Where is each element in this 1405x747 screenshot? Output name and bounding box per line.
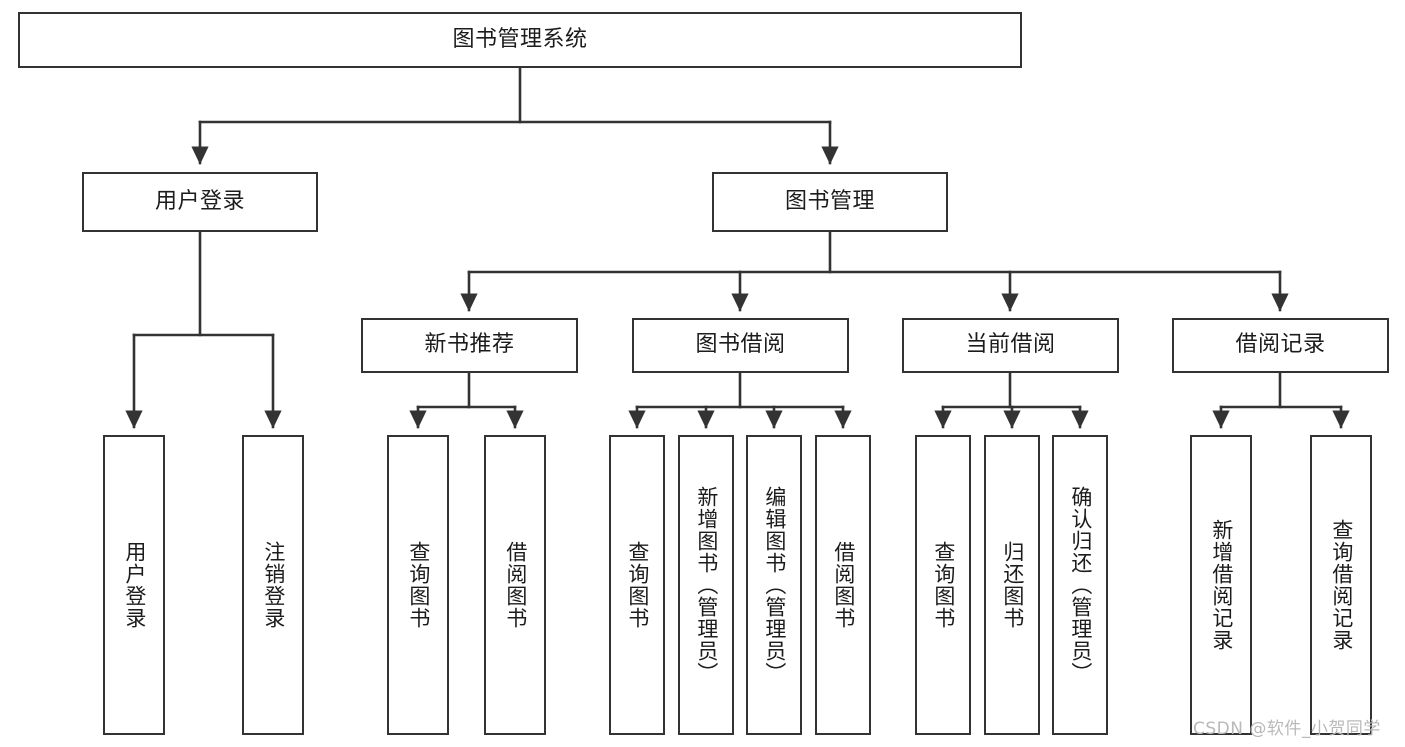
leaf-confirm-return-admin-label: 确认归还（管理员） bbox=[1068, 486, 1093, 684]
node-user-login[interactable]: 用户登录 bbox=[82, 172, 318, 232]
node-book-borrow[interactable]: 图书借阅 bbox=[632, 318, 849, 373]
csdn-watermark: CSDN @软件_小贺同学 bbox=[1193, 719, 1381, 739]
leaf-edit-book-admin[interactable]: 编辑图书（管理员） bbox=[746, 435, 802, 735]
leaf-query-book-current-label: 查询图书 bbox=[931, 541, 956, 629]
node-book-management[interactable]: 图书管理 bbox=[712, 172, 948, 232]
leaf-query-book-recommend-label: 查询图书 bbox=[406, 541, 431, 629]
leaf-return-book-label: 归还图书 bbox=[1000, 541, 1025, 629]
leaf-add-book-admin-label: 新增图书（管理员） bbox=[694, 486, 719, 684]
leaf-query-book-borrow[interactable]: 查询图书 bbox=[609, 435, 665, 735]
node-borrow-record[interactable]: 借阅记录 bbox=[1172, 318, 1389, 373]
leaf-query-borrow-record[interactable]: 查询借阅记录 bbox=[1310, 435, 1372, 735]
leaf-query-book-borrow-label: 查询图书 bbox=[625, 541, 650, 629]
leaf-user-login[interactable]: 用户登录 bbox=[103, 435, 165, 735]
leaf-borrow-book-recommend-label: 借阅图书 bbox=[503, 541, 528, 629]
node-current-borrow[interactable]: 当前借阅 bbox=[902, 318, 1119, 373]
node-root[interactable]: 图书管理系统 bbox=[18, 12, 1022, 68]
node-user-login-label: 用户登录 bbox=[154, 188, 245, 214]
node-book-management-label: 图书管理 bbox=[784, 188, 875, 214]
leaf-confirm-return-admin[interactable]: 确认归还（管理员） bbox=[1052, 435, 1108, 735]
leaf-edit-book-admin-label: 编辑图书（管理员） bbox=[762, 486, 787, 684]
leaf-query-book-current[interactable]: 查询图书 bbox=[915, 435, 971, 735]
leaf-add-book-admin[interactable]: 新增图书（管理员） bbox=[678, 435, 734, 735]
leaf-logout[interactable]: 注销登录 bbox=[242, 435, 304, 735]
node-new-book-recommendation[interactable]: 新书推荐 bbox=[361, 318, 578, 373]
leaf-query-borrow-record-label: 查询借阅记录 bbox=[1329, 519, 1354, 651]
leaf-return-book[interactable]: 归还图书 bbox=[984, 435, 1040, 735]
leaf-add-borrow-record[interactable]: 新增借阅记录 bbox=[1190, 435, 1252, 735]
leaf-borrow-book[interactable]: 借阅图书 bbox=[815, 435, 871, 735]
node-root-label: 图书管理系统 bbox=[452, 26, 588, 52]
node-book-borrow-label: 图书借阅 bbox=[695, 332, 786, 358]
node-current-borrow-label: 当前借阅 bbox=[965, 332, 1056, 358]
leaf-borrow-book-recommend[interactable]: 借阅图书 bbox=[484, 435, 546, 735]
leaf-borrow-book-label: 借阅图书 bbox=[831, 541, 856, 629]
leaf-query-book-recommend[interactable]: 查询图书 bbox=[387, 435, 449, 735]
leaf-logout-label: 注销登录 bbox=[261, 541, 286, 629]
node-borrow-record-label: 借阅记录 bbox=[1235, 332, 1326, 358]
leaf-add-borrow-record-label: 新增借阅记录 bbox=[1209, 519, 1234, 651]
node-new-book-recommendation-label: 新书推荐 bbox=[424, 332, 515, 358]
leaf-user-login-label: 用户登录 bbox=[122, 541, 147, 629]
